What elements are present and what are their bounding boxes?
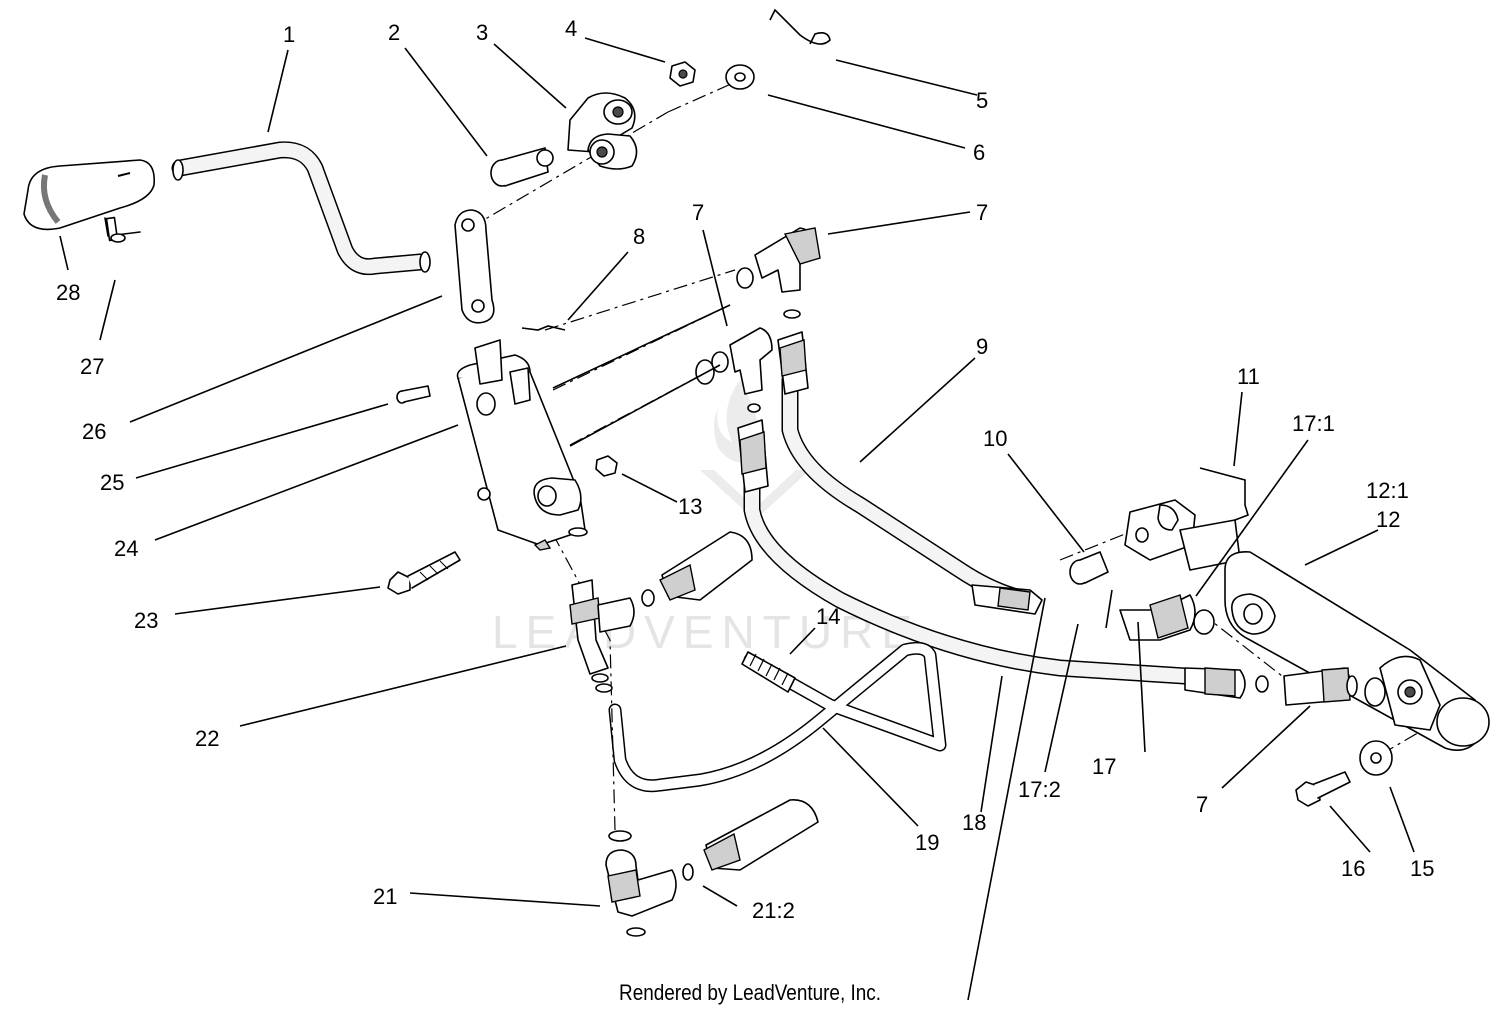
callout-24: 24 — [114, 536, 138, 561]
part-2-clevis-pin — [490, 147, 554, 187]
part-5-hair-pin — [769, 8, 831, 45]
part-9-hose-fitting — [971, 584, 1043, 615]
callout-18: 18 — [962, 810, 986, 835]
callout-21-2: 21:2 — [752, 898, 795, 923]
part-14-spring — [741, 651, 796, 693]
callout-1: 1 — [283, 22, 295, 47]
callout-17: 17 — [1092, 754, 1116, 779]
callout-12-1: 12:1 — [1366, 478, 1409, 503]
part-22-tee-fitting — [568, 527, 655, 693]
callout-7-bottom: 7 — [1196, 792, 1208, 817]
callout-7-top: 7 — [976, 200, 988, 225]
callout-labels: 1 2 3 4 5 6 7 7 7 8 9 10 11 12:1 12 13 1… — [56, 16, 1434, 923]
leader-lines — [59, 37, 1415, 907]
part-7-fitting-cylinder — [1283, 667, 1358, 706]
part-13-nut — [595, 455, 618, 477]
callout-25: 25 — [100, 470, 124, 495]
render-credit: Rendered by LeadVenture, Inc. — [619, 980, 881, 1005]
part-6-washer — [725, 64, 755, 90]
callout-2: 2 — [388, 20, 400, 45]
part-23-bolt — [387, 551, 461, 595]
part-1-control-lever — [171, 141, 431, 276]
callout-22: 22 — [195, 726, 219, 751]
part-11-clevis-yoke — [1124, 467, 1249, 571]
part-3-pivot-bracket — [567, 92, 638, 170]
callout-15: 15 — [1410, 856, 1434, 881]
part-21-elbow-fitting — [605, 799, 819, 937]
callout-4: 4 — [565, 16, 577, 41]
hydraulic-lines — [608, 371, 1194, 1001]
part-18-hose-fitting — [1184, 667, 1269, 699]
part-26-link-plate — [454, 209, 495, 324]
callout-19: 19 — [915, 830, 939, 855]
callout-16: 16 — [1341, 856, 1365, 881]
callout-21: 21 — [373, 884, 397, 909]
hose-fitting-18-end — [737, 419, 769, 493]
callout-17-1: 17:1 — [1292, 411, 1335, 436]
part-25-pin — [396, 385, 431, 404]
callout-9: 9 — [976, 334, 988, 359]
callout-12: 12 — [1376, 507, 1400, 532]
callout-17-2: 17:2 — [1018, 777, 1061, 802]
part-28-knob — [23, 159, 156, 231]
callout-7-mid: 7 — [692, 200, 704, 225]
watermark-text: LEADVENTURE — [492, 606, 920, 658]
callout-5: 5 — [976, 88, 988, 113]
callout-8: 8 — [633, 224, 645, 249]
callout-26: 26 — [82, 419, 106, 444]
part-15-washer — [1359, 740, 1393, 776]
callout-23: 23 — [134, 608, 158, 633]
part-16-bolt — [1295, 771, 1351, 807]
part-7-elbow-fitting-top — [736, 227, 821, 395]
callout-14: 14 — [816, 604, 840, 629]
callout-10: 10 — [983, 426, 1007, 451]
part-8-cotter-pin — [521, 325, 566, 331]
part-12-hydraulic-cylinder — [1224, 551, 1490, 751]
part-27-rivet — [104, 216, 141, 243]
part-10-pin — [1069, 551, 1109, 585]
part-17-elbow-fitting — [1105, 589, 1215, 641]
callout-28: 28 — [56, 280, 80, 305]
callout-11: 11 — [1237, 364, 1260, 389]
hose-fitting-upper — [659, 531, 753, 601]
callout-27: 27 — [80, 354, 104, 379]
callout-3: 3 — [476, 20, 488, 45]
callout-6: 6 — [973, 140, 985, 165]
part-4-nut — [669, 61, 696, 87]
part-24-valve-body — [456, 339, 586, 551]
callout-13: 13 — [678, 494, 702, 519]
